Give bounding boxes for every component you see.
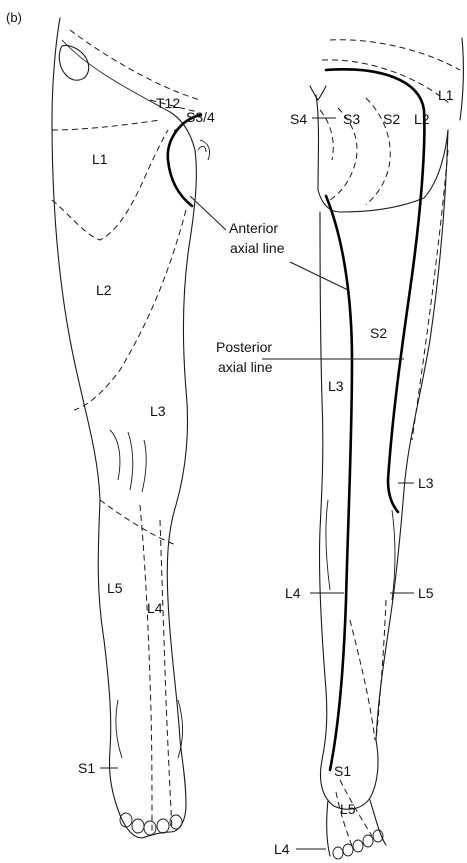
posterior-boundary-l1-lower	[322, 60, 450, 104]
posterior-hip-curve	[460, 38, 463, 120]
panel-label: (b)	[6, 10, 22, 25]
anterior-boundary-l1-l2	[52, 130, 168, 240]
s34-leader	[174, 123, 185, 131]
posterior-label-s2-mid: S2	[370, 325, 387, 341]
posterior-leg: L1 S4 S3 S2 L2 S2 L3 L3 L4 L5 S1 L5 L4	[262, 38, 463, 859]
posterior-gluteal-cleft	[310, 86, 326, 100]
posterior-label-l5: L5	[418, 585, 434, 601]
posterior-label-l3-right: L3	[418, 475, 434, 491]
posterior-label-s1: S1	[334, 763, 351, 779]
posterior-label-l2: L2	[414, 111, 430, 127]
posterior-label-s3: S3	[343, 111, 360, 127]
anterior-boundary-l5-l4	[140, 505, 152, 832]
anterior-knee-detail	[110, 430, 146, 492]
posterior-label-s2-top: S2	[383, 111, 400, 127]
posterior-label-l5-foot: L5	[340, 801, 356, 817]
anterior-genital-outline	[198, 140, 210, 160]
anterior-label-l5: L5	[107, 580, 123, 596]
anterior-label-s1: S1	[78, 760, 95, 776]
anterior-axial-leader	[190, 196, 226, 230]
posterior-label-l1: L1	[438, 87, 454, 103]
posterior-boundary-l2-lateral	[412, 150, 448, 440]
anterior-label-s34: S3/4	[186, 109, 215, 125]
anterior-label-l2: L2	[96, 282, 112, 298]
posterior-axial-line-title: Posterior	[216, 339, 272, 355]
posterior-boundary-l5-l4	[350, 620, 375, 740]
anterior-boundary-l4-s1	[160, 520, 172, 830]
anterior-ankle-detail	[116, 700, 183, 758]
anterior-label-l3: L3	[150, 403, 166, 419]
posterior-label-s4: S4	[290, 111, 307, 127]
posterior-leg-outline-right	[376, 130, 448, 740]
anterior-hip-bulge	[59, 46, 88, 81]
anterior-axial-line-title: Anterior	[229, 220, 278, 236]
posterior-label-l3-left: L3	[328, 378, 344, 394]
anterior-axial-leader-2	[290, 262, 348, 290]
anterior-boundary-l2-l3	[74, 210, 186, 410]
anterior-boundary-l1-upper	[52, 120, 160, 130]
anterior-boundary-t12-upper	[70, 30, 200, 100]
anterior-label-l4: L4	[147, 600, 163, 616]
posterior-leg-outline-left	[319, 212, 326, 760]
anterior-boundary-l3-lower	[100, 500, 176, 545]
posterior-calf-detail	[326, 500, 395, 600]
posterior-axial-line-medial	[326, 196, 352, 770]
posterior-axial-line-subtitle: axial line	[218, 359, 273, 375]
anterior-label-l1: L1	[92, 151, 108, 167]
posterior-label-l4-foot: L4	[274, 841, 290, 857]
posterior-label-l4: L4	[285, 585, 301, 601]
posterior-toes	[333, 830, 383, 859]
anterior-leg-outline	[52, 18, 196, 838]
anterior-label-t12: T12	[156, 95, 180, 111]
posterior-boundary-l1-upper	[330, 40, 460, 70]
anterior-axial-line-subtitle: axial line	[230, 240, 285, 256]
anterior-leg: T12 L1 S3/4 L2 L3 L5 L4 S1	[52, 18, 226, 838]
